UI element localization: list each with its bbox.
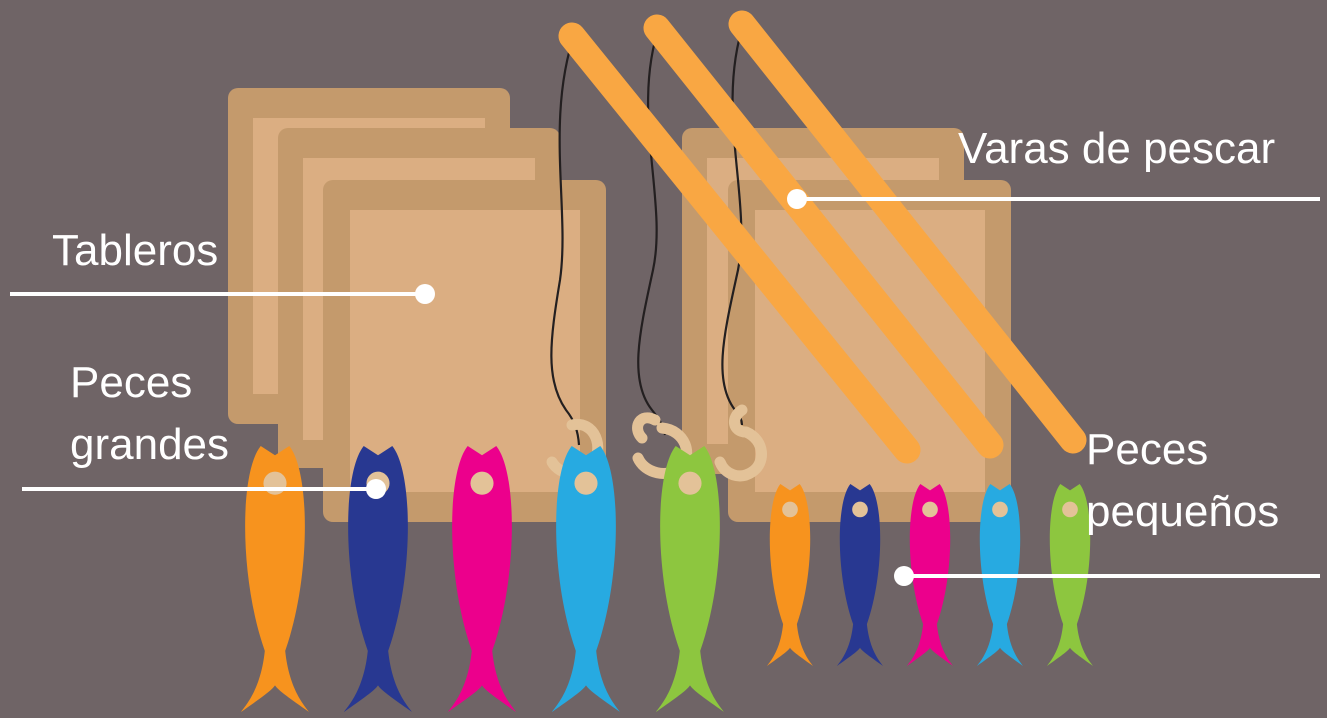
big-fish	[241, 446, 309, 712]
fish-eye-hole	[678, 471, 702, 495]
fishing-rod	[728, 10, 1087, 454]
small-fish	[837, 484, 883, 666]
fish-body	[448, 446, 516, 712]
label-big-fish-line1: Peces	[70, 358, 193, 407]
fish-eye-hole	[470, 471, 494, 495]
label-small-fish: Peces pequeños	[1086, 419, 1279, 543]
fishing-line	[550, 31, 581, 446]
big-fish	[656, 446, 724, 712]
label-boards: Tableros	[52, 226, 219, 275]
big-fish	[448, 446, 516, 712]
fish-body	[767, 484, 813, 666]
fishing-rod	[558, 22, 921, 464]
fish-eye-hole	[782, 501, 798, 518]
callout-dot-small-fish	[894, 566, 914, 586]
fish-layer	[241, 446, 1093, 712]
fish-body	[656, 446, 724, 712]
label-small-fish-line2: pequeños	[1086, 487, 1280, 536]
label-fishing-rods: Varas de pescar	[958, 124, 1276, 173]
label-small-fish-line1: Peces	[1086, 425, 1209, 474]
small-fish	[767, 484, 813, 666]
fish-body	[344, 446, 412, 712]
fish-body	[837, 484, 883, 666]
callouts	[10, 189, 1320, 586]
boards-left-stack	[228, 88, 606, 522]
fish-eye-hole	[922, 501, 938, 518]
fish-body	[552, 446, 620, 712]
label-big-fish-line2: grandes	[70, 420, 230, 469]
fish-eye-hole	[574, 471, 598, 495]
fishing-line	[637, 23, 667, 436]
board-face	[350, 210, 580, 492]
fish-body	[241, 446, 309, 712]
callout-dot-boards	[415, 284, 435, 304]
board-face	[755, 210, 985, 492]
callout-dot-big-fish	[366, 479, 386, 499]
fish-eye-hole	[1062, 501, 1078, 518]
fishing-rods	[558, 10, 1087, 464]
callout-dot-rods	[787, 189, 807, 209]
fishing-rod	[643, 14, 1004, 459]
big-fish	[552, 446, 620, 712]
label-big-fish: Peces grandes	[70, 352, 229, 476]
boards-right-stack	[682, 128, 1011, 522]
fish-eye-hole	[852, 501, 868, 518]
fish-eye-hole	[992, 501, 1008, 518]
hook-icon	[714, 404, 767, 482]
fish-eye-hole	[263, 471, 287, 495]
